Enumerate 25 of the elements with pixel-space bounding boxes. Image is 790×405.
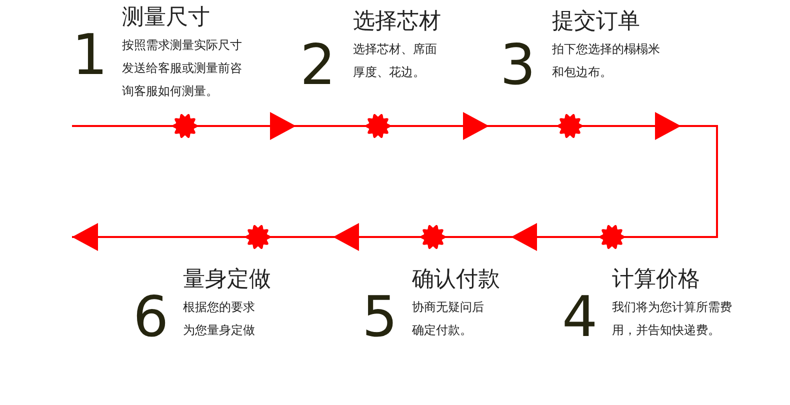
step-description: 拍下您选择的榻榻米和包边布。 (552, 41, 661, 81)
step-number: 2 (300, 36, 336, 96)
step-description: 根据您的要求为您量身定做 (183, 299, 256, 339)
arrow (72, 223, 246, 251)
step-number: 1 (72, 26, 108, 86)
arrow (582, 112, 718, 238)
step-description: 协商无疑问后确定付款。 (412, 299, 485, 339)
step-number: 6 (133, 288, 169, 348)
connector-line (72, 125, 173, 127)
arrow (197, 112, 366, 140)
step-description: 选择芯材、席面厚度、花边。 (353, 41, 438, 81)
arrow (270, 223, 421, 251)
step-description: 我们将为您计算所需费用，并告知快递费。 (612, 299, 733, 339)
step-title: 选择芯材 (353, 8, 441, 36)
step-title: 测量尺寸 (122, 4, 210, 32)
step-title: 量身定做 (183, 266, 271, 294)
step-number: 3 (500, 36, 536, 96)
step-title: 确认付款 (412, 266, 500, 294)
step-title: 提交订单 (552, 8, 640, 36)
arrow (445, 223, 600, 251)
step-number: 4 (562, 288, 598, 348)
arrow (390, 112, 558, 140)
step-number: 5 (362, 288, 398, 348)
step-description: 按照需求测量实际尺寸发送给客服或测量前咨询客服如何测量。 (122, 37, 243, 100)
step-title: 计算价格 (612, 266, 700, 294)
